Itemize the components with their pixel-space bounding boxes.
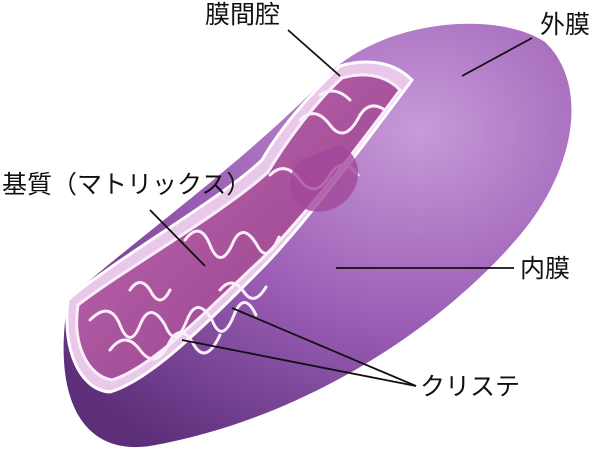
label-intermembrane-space: 膜間腔 (205, 0, 281, 29)
inner-membrane-shape (75, 73, 402, 382)
label-cristae: クリステ (420, 372, 521, 401)
label-inner-membrane: 内膜 (520, 254, 571, 283)
label-outer-membrane: 外膜 (540, 10, 591, 39)
cavity-shadow (290, 145, 359, 212)
label-matrix: 基質（マトリックス） (2, 170, 252, 199)
leader-lines (149, 29, 533, 387)
